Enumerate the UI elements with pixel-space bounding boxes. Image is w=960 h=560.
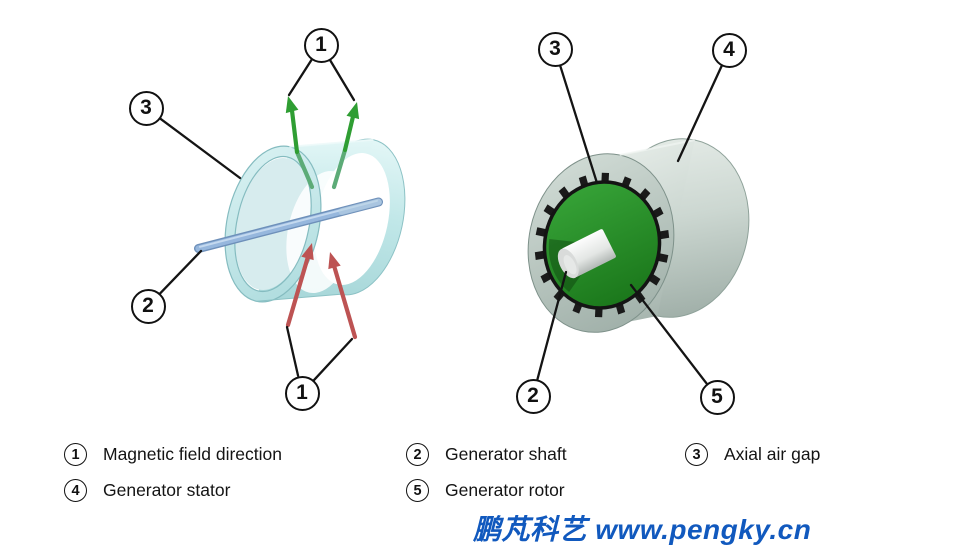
leader-left-1-bottom-b [312, 337, 354, 382]
leader-right-3 [559, 64, 599, 185]
right-diagram-generator-assembly [527, 138, 750, 333]
callout-number: 2 [142, 294, 154, 317]
callout-number: 5 [711, 385, 723, 408]
left-diagram-stator-ring [194, 96, 406, 340]
stator-ring-top-highlight [289, 138, 374, 148]
legend-number-circle: 2 [406, 443, 429, 466]
leader-right-2 [536, 270, 568, 381]
magnetic-field-arrow-up-left [285, 96, 315, 190]
callout-number: 1 [315, 33, 327, 56]
callout-right-shaft: 2 [515, 378, 551, 414]
leader-left-2 [158, 249, 203, 295]
legend-item-generator-shaft: 2 Generator shaft [406, 443, 567, 466]
legend-item-generator-stator: 4 Generator stator [64, 479, 230, 502]
legend-label: Generator rotor [445, 480, 565, 500]
legend-item-generator-rotor: 5 Generator rotor [406, 479, 565, 502]
leader-right-4 [676, 64, 723, 163]
legend-label: Magnetic field direction [103, 444, 282, 464]
callout-right-stator: 4 [711, 32, 747, 68]
leader-right-5 [629, 283, 708, 385]
callout-left-magnetic-field-bottom: 1 [284, 375, 320, 411]
legend-number-circle: 3 [685, 443, 708, 466]
legend-label: Axial air gap [724, 444, 821, 464]
callout-number: 1 [296, 381, 308, 404]
callout-number: 4 [723, 38, 735, 61]
pengky-watermark: 鹏芃科艺 www.pengky.cn [473, 514, 812, 545]
legend-number-circle: 4 [64, 479, 87, 502]
rotor-magnet-teeth [534, 172, 670, 318]
legend-number-circle: 1 [64, 443, 87, 466]
callout-right-rotor: 5 [699, 379, 735, 415]
housing-top-highlight [619, 139, 695, 156]
leader-lines [158, 58, 723, 385]
leader-left-1-top-a [287, 58, 313, 97]
leader-left-1-bottom-a [285, 325, 300, 378]
generator-shaft-blue [194, 197, 383, 253]
callout-number: 3 [549, 37, 561, 60]
leader-left-3 [158, 117, 242, 180]
generator-shaft-white [557, 229, 616, 279]
leader-left-1-top-b [328, 58, 356, 102]
legend-number-circle: 5 [406, 479, 429, 502]
magnetic-field-arrow-up-right [331, 102, 360, 190]
callout-left-magnetic-field-top: 1 [303, 27, 339, 63]
legend-label: Generator stator [103, 480, 231, 500]
magnetic-field-arrow-bottom-right [328, 252, 358, 340]
callout-right-air-gap: 3 [537, 31, 573, 67]
legend-item-magnetic-field-direction: 1 Magnetic field direction [64, 443, 282, 466]
callout-left-air-gap: 3 [128, 90, 164, 126]
callout-left-shaft: 2 [130, 288, 166, 324]
callout-number: 2 [527, 384, 539, 407]
legend-item-axial-air-gap: 3 Axial air gap [685, 443, 820, 466]
callout-number: 3 [140, 96, 152, 119]
magnetic-field-arrow-bottom-left [285, 243, 314, 328]
legend-label: Generator shaft [445, 444, 567, 464]
stator-ring-bottom-edge [256, 293, 341, 302]
